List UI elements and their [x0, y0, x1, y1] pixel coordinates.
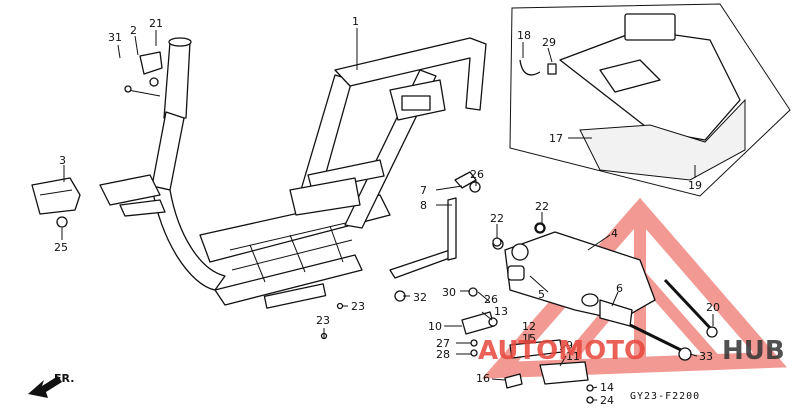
callout: 28 — [436, 348, 450, 361]
small-fasteners — [320, 223, 594, 404]
long-bolts — [629, 278, 718, 361]
callout: 11 — [566, 350, 580, 363]
callout: 33 — [699, 350, 713, 363]
callout: 31 — [108, 31, 122, 44]
callout: 19 — [688, 179, 702, 192]
tray-group — [509, 3, 791, 197]
watermark-brand: AUTOMOTO HUB — [478, 336, 785, 366]
front-direction-arrow-icon: FR. — [28, 372, 74, 398]
callout: 26 — [484, 293, 498, 306]
callout: 23 — [316, 314, 330, 327]
callout: 2 — [130, 24, 137, 37]
diagram-code: GY23-F2200 — [630, 391, 700, 402]
callout: 27 — [436, 337, 450, 350]
watermark-brand-part1: AUTOMOTO — [478, 336, 646, 366]
callout: 13 — [494, 305, 508, 318]
callout: 29 — [542, 36, 556, 49]
callout: 16 — [476, 372, 490, 385]
callout: 9 — [566, 339, 573, 352]
callout: 30 — [442, 286, 456, 299]
front-direction-label: FR. — [54, 372, 74, 385]
callout: 3 — [59, 154, 66, 167]
part-bracket-3 — [31, 177, 81, 228]
engine-hanger-group — [492, 222, 656, 327]
callout: 24 — [600, 394, 614, 407]
callout: 1 — [352, 15, 359, 28]
callout: 4 — [611, 227, 618, 240]
callout: 6 — [616, 282, 623, 295]
callout: 10 — [428, 320, 442, 333]
callout: 12 — [522, 320, 536, 333]
side-stand-group — [389, 171, 481, 279]
callout: 5 — [538, 288, 545, 301]
watermark-brand-part2: HUB — [722, 336, 785, 366]
callout: 22 — [490, 212, 504, 225]
callout: 32 — [413, 291, 427, 304]
callout: 18 — [517, 29, 531, 42]
callout: 23 — [351, 300, 365, 313]
callout: 17 — [549, 132, 563, 145]
callout: 20 — [706, 301, 720, 314]
callout: 22 — [535, 200, 549, 213]
callout: 14 — [600, 381, 614, 394]
callout: 7 — [420, 184, 427, 197]
callout: 21 — [149, 17, 163, 30]
callout: 15 — [522, 332, 536, 345]
callout: 8 — [420, 199, 427, 212]
main-frame — [99, 37, 487, 309]
callout: 26 — [470, 168, 484, 181]
leader-lines — [61, 28, 714, 401]
callout: 25 — [54, 241, 68, 254]
callout-labels: 31 2 21 1 3 25 18 29 17 19 26 7 8 22 22 … — [54, 15, 720, 407]
